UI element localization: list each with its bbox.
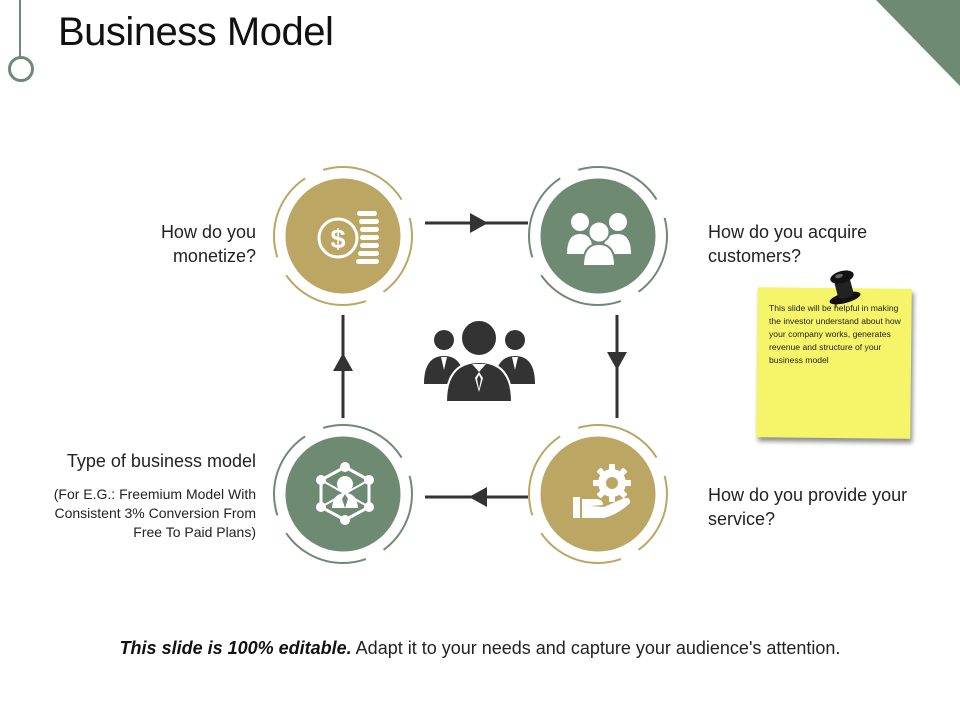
business-type-description: (For E.G.: Freemium Model With Consisten… — [53, 486, 256, 540]
dollar-coins-icon: $ — [317, 211, 379, 264]
hook-ring-icon — [8, 56, 34, 82]
sticky-note-text: This slide will be helpful in making the… — [769, 303, 901, 365]
flow-arrows — [333, 213, 627, 507]
arrow-type-to-monetize — [333, 315, 353, 418]
provide-question: How do you provide your service? — [708, 485, 908, 529]
arrow-provide-to-type — [425, 487, 528, 507]
acquire-question: How do you acquire customers? — [708, 222, 868, 266]
sticky-note: This slide will be helpful in making the… — [756, 268, 922, 448]
acquire-node — [528, 166, 668, 306]
hand-gear-service-icon — [573, 464, 631, 518]
business-type-question: Type of business model — [66, 451, 256, 471]
push-pin-icon — [829, 270, 861, 309]
network-person-icon — [316, 462, 374, 525]
footer-text: Adapt it to your needs and capture your … — [355, 638, 841, 658]
business-team-icon — [424, 319, 535, 403]
footer: This slide is 100% editable. Adapt it to… — [0, 638, 960, 659]
arrow-acquire-to-provide — [607, 315, 627, 418]
monetize-question: How do you monetize? — [160, 222, 256, 266]
customers-group-icon — [567, 213, 631, 267]
footer-emphasis: This slide is 100% editable. — [119, 638, 352, 658]
slide-title: Business Model — [58, 10, 334, 54]
arrow-monetize-to-acquire — [425, 213, 528, 233]
business-type-node — [273, 424, 413, 564]
monetize-node: $ — [273, 166, 413, 306]
provide-node — [528, 424, 668, 564]
hook-line — [19, 0, 21, 58]
corner-triangle — [876, 0, 960, 86]
svg-text:$: $ — [330, 224, 345, 254]
